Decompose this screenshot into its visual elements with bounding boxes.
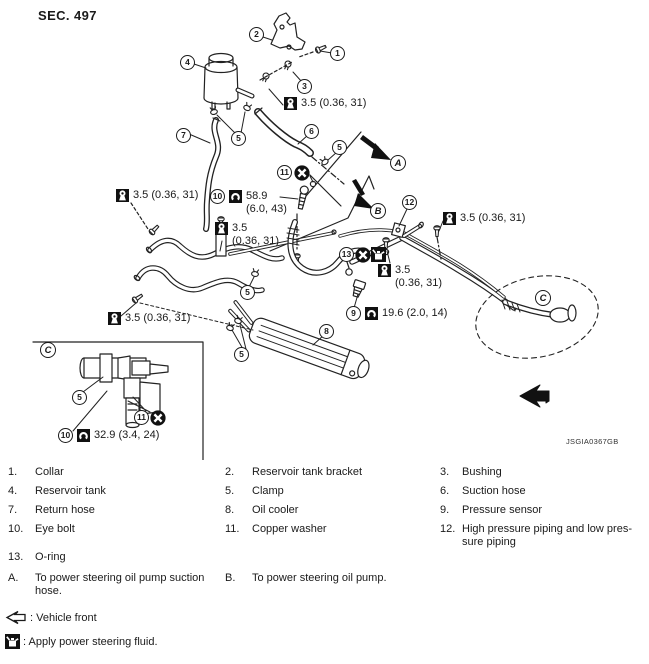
- eye-bolt-torque-icon: [229, 190, 242, 203]
- callout-8: 8: [319, 324, 334, 339]
- callout-5a: 5: [231, 131, 246, 146]
- callout-3: 3: [297, 79, 312, 94]
- torque-label-right-upper: 3.5 (0.36, 31): [443, 212, 525, 225]
- legend-item-7: 7.Return hose: [8, 504, 95, 516]
- legend-item-13: 13.O-ring: [8, 551, 66, 563]
- note-B: B. To power steering oil pump.: [225, 572, 387, 584]
- legend-item-3: 3.Bushing: [440, 466, 502, 478]
- figure-code: JSGIA0367GB: [566, 437, 619, 446]
- view-label-B: B: [370, 203, 386, 219]
- callout-11-inset: 11: [134, 410, 149, 425]
- callout-11a: 11: [277, 165, 292, 180]
- callout-12: 12: [402, 195, 417, 210]
- legend-item-6: 6.Suction hose: [440, 485, 526, 497]
- socket-torque-icon: [108, 312, 121, 325]
- hose-routing-line-art: [32, 12, 599, 460]
- apply-fluid-key: : Apply power steering fluid.: [5, 634, 158, 649]
- callout-5d: 5: [234, 347, 249, 362]
- socket-torque-icon: [443, 212, 456, 225]
- vehicle-front-key: : Vehicle front: [5, 610, 97, 625]
- detail-label-C-inset: C: [40, 342, 56, 358]
- legend-item-5: 5.Clamp: [225, 485, 284, 497]
- callout-5c: 5: [240, 285, 255, 300]
- eye-bolt-torque-icon: [365, 307, 378, 320]
- callout-5-inset: 5: [72, 390, 87, 405]
- callout-4: 4: [180, 55, 195, 70]
- torque-label-left-lower: 3.5 (0.36, 31): [108, 312, 190, 325]
- legend-item-9: 9.Pressure sensor: [440, 504, 543, 516]
- callout-10-inset: 10: [58, 428, 73, 443]
- callout-9: 9: [346, 306, 361, 321]
- torque-label-inset: 10 32.9 (3.4, 24): [58, 428, 159, 443]
- legend-item-12: 12. High pressure piping and low pres-su…: [440, 523, 632, 548]
- oil-can-icon: [5, 634, 20, 649]
- torque-label-right-center: 3.5(0.36, 31): [378, 264, 442, 290]
- callout-2: 2: [249, 27, 264, 42]
- callout-1: 1: [330, 46, 345, 61]
- torque-label-bracket: 3.5 (0.36, 31): [284, 97, 366, 110]
- socket-torque-icon: [215, 222, 228, 235]
- callout-5b: 5: [332, 140, 347, 155]
- replace-part-icon: [294, 165, 310, 181]
- legend-item-4: 4.Reservoir tank: [8, 485, 106, 497]
- view-label-A: A: [390, 155, 406, 171]
- legend-item-8: 8.Oil cooler: [225, 504, 299, 516]
- eye-bolt-torque-icon: [77, 429, 90, 442]
- callout-7: 7: [176, 128, 191, 143]
- callout-13: 13: [339, 247, 354, 262]
- socket-torque-icon: [378, 264, 391, 277]
- torque-label-pressure-sensor: 9 19.6 (2.0, 14): [346, 306, 447, 321]
- oil-can-icon: [371, 247, 386, 262]
- callout-6: 6: [304, 124, 319, 139]
- socket-torque-icon: [284, 97, 297, 110]
- replace-part-icon: [150, 410, 166, 426]
- torque-label-eye-bolt: 10 58.9(6.0, 43): [210, 189, 287, 216]
- socket-torque-icon: [116, 189, 129, 202]
- callout-10: 10: [210, 189, 225, 204]
- legend-item-10: 10.Eye bolt: [8, 523, 75, 535]
- torque-label-left-upper: 3.5 (0.36, 31): [116, 189, 198, 202]
- legend-item-11: 11.Copper washer: [225, 523, 327, 535]
- replace-part-icon: [355, 247, 371, 263]
- section-label: SEC. 497: [38, 8, 97, 23]
- vehicle-front-arrow-icon: [5, 610, 26, 625]
- detail-label-C: C: [535, 290, 551, 306]
- torque-label-center: 3.5(0.36, 31): [215, 222, 279, 248]
- legend-item-1: 1.Collar: [8, 466, 64, 478]
- legend-item-2: 2.Reservoir tank bracket: [225, 466, 363, 478]
